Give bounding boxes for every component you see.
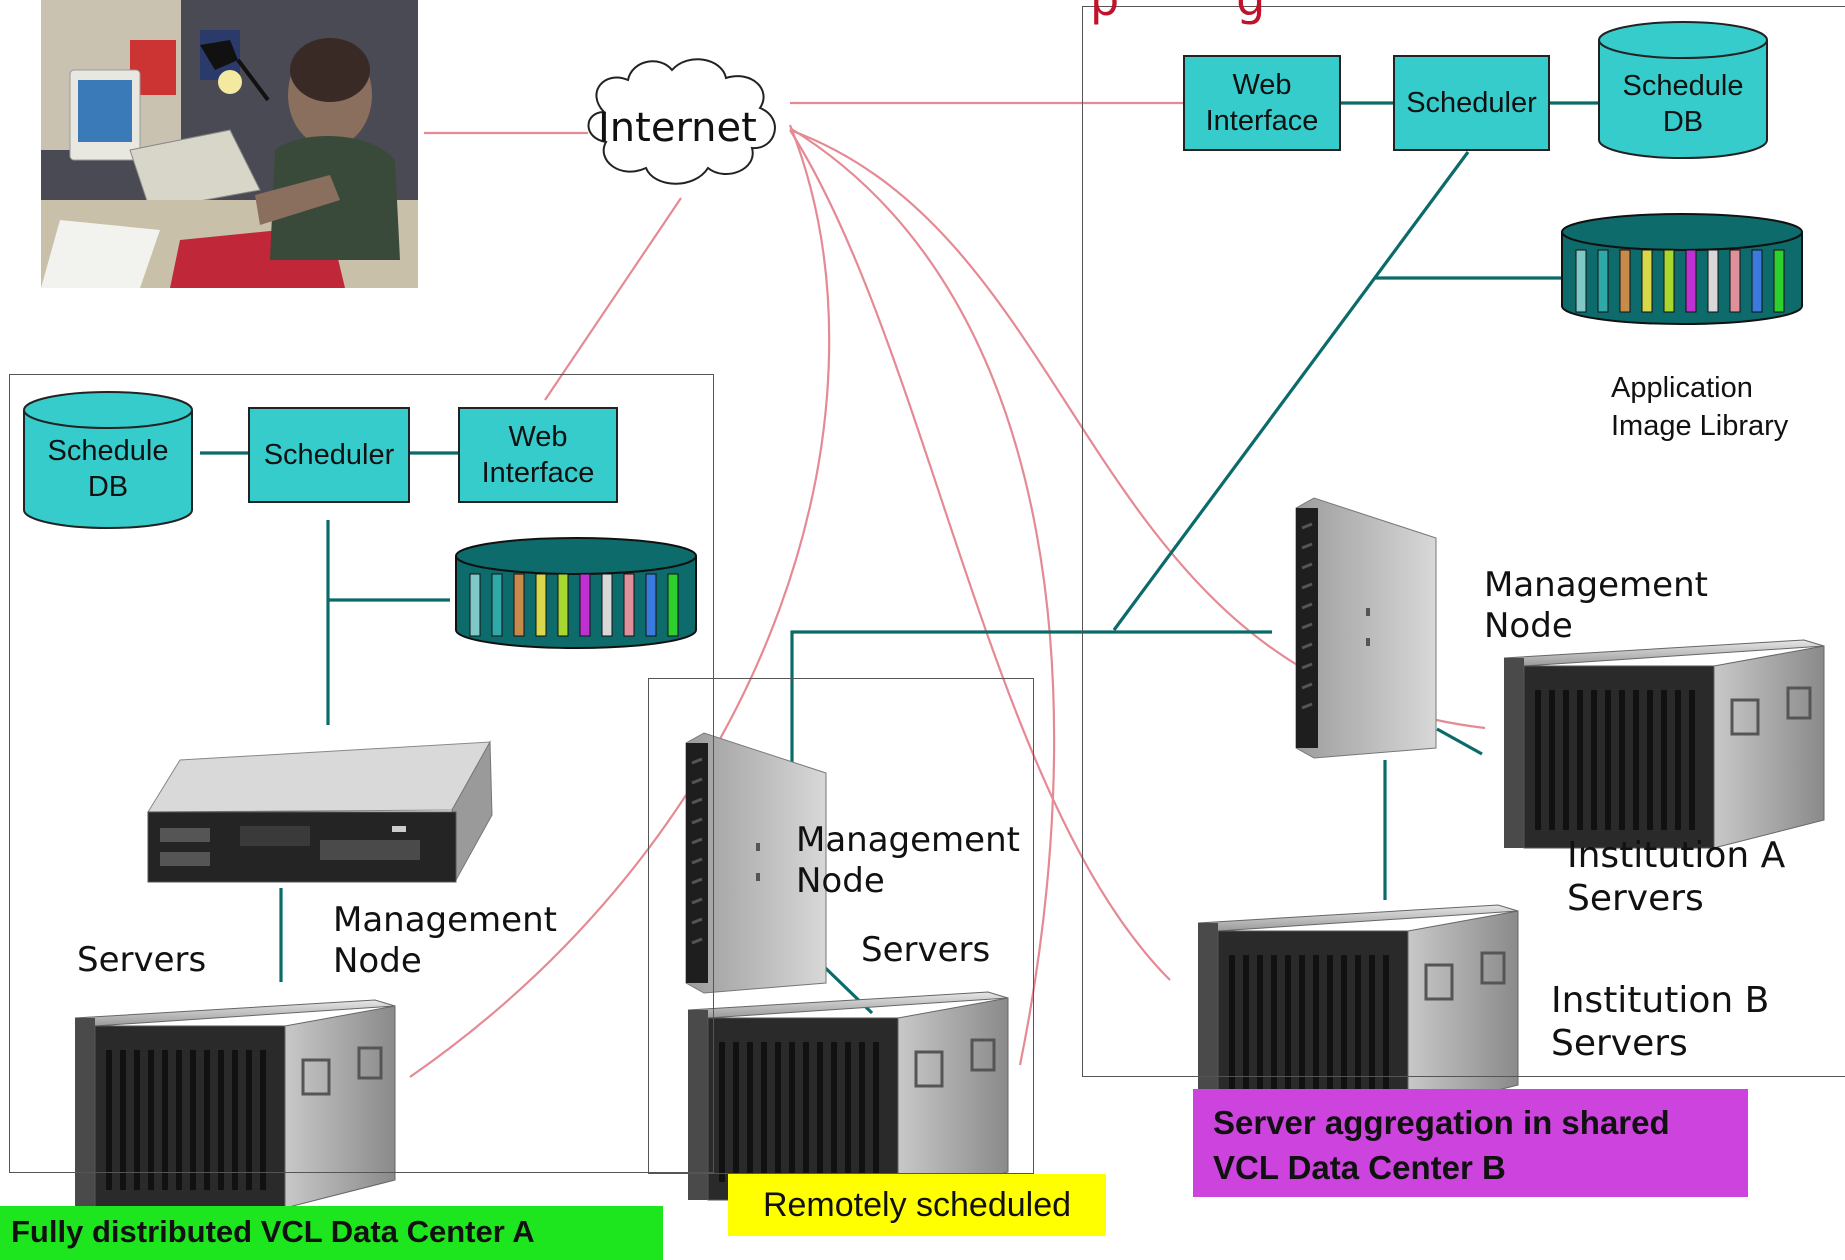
schedule-db-cylinder-a (23, 391, 193, 529)
remote-frame (648, 678, 1034, 1174)
caption-data-center-a: Fully distributed VCL Data Center A (0, 1206, 663, 1260)
data-center-b-frame (1082, 6, 1845, 1077)
scheduler-box-b: Scheduler (1393, 55, 1550, 151)
servers-label-a: Servers (77, 940, 207, 980)
management-node-label-remote: Management Node (796, 820, 1020, 901)
rack-server (147, 740, 493, 883)
internet-label: Internet (598, 105, 757, 151)
schedule-db-label-a: Schedule DB (47, 435, 169, 504)
data-center-a-frame (9, 374, 714, 1173)
internet-links (409, 101, 1486, 1078)
caption-data-center-b: Server aggregation in shared VCL Data Ce… (1193, 1089, 1748, 1197)
image-library-label: Application Image Library (1611, 372, 1789, 442)
institution-b-servers-label: Institution B Servers (1551, 980, 1770, 1065)
web-interface-box-a: Web Interface (458, 407, 618, 503)
management-node-label-a: Management Node (333, 900, 557, 981)
schedule-db-label-b: Schedule DB (1622, 70, 1744, 139)
caption-remote: Remotely scheduled (728, 1174, 1106, 1236)
data-center-b-heading: p g (1090, 0, 1265, 27)
servers-label-remote: Servers (861, 930, 991, 970)
user-photo (41, 0, 418, 288)
internet-cloud (587, 58, 776, 185)
cluster-wiring (200, 101, 1600, 1015)
management-node-label-b: Management Node (1484, 565, 1708, 646)
web-interface-box-b: Web Interface (1183, 55, 1341, 151)
scheduler-box-a: Scheduler (248, 407, 410, 503)
schedule-db-cylinder-b (1598, 21, 1768, 159)
institution-a-servers-label: Institution A Servers (1567, 835, 1786, 920)
